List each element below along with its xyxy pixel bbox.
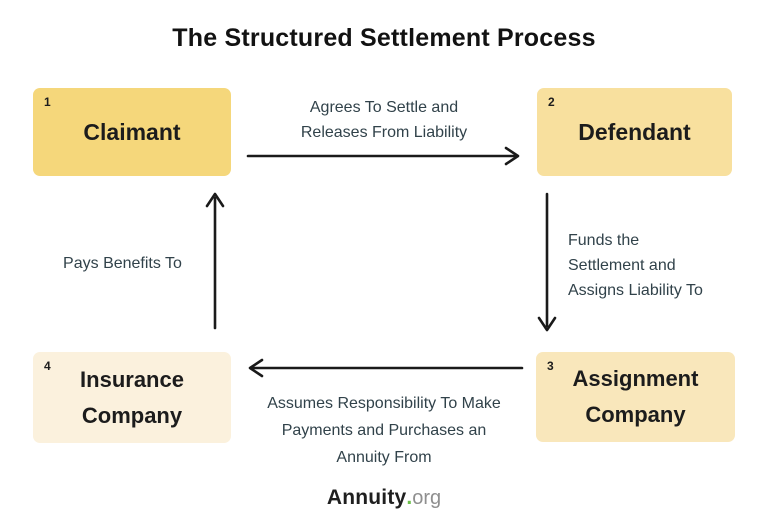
edge-label-agrees-to-settle: Agrees To Settle and Releases From Liabi… xyxy=(300,99,468,141)
node-claimant: 1 Claimant xyxy=(33,88,231,176)
logo-brand-text: Annuity xyxy=(326,486,407,509)
step-number-4: 4 xyxy=(44,359,51,373)
arrow-down-icon xyxy=(537,192,557,332)
node-defendant: 2 Defendant xyxy=(537,88,732,176)
edge-label-pays-benefits: Pays Benefits To xyxy=(63,255,182,272)
annuity-org-logo[interactable]: Annuity.org xyxy=(0,486,768,510)
node-defendant-label: Defendant xyxy=(578,118,691,145)
arrow-right-icon xyxy=(246,146,520,166)
node-assignment-company-label: Assignment Company xyxy=(572,366,699,427)
logo-tld-text: org xyxy=(412,487,442,509)
node-insurance-company: 4 Insurance Company xyxy=(33,352,231,443)
node-claimant-label: Claimant xyxy=(83,118,181,145)
step-number-1: 1 xyxy=(44,95,51,109)
step-number-2: 2 xyxy=(548,95,555,109)
edge-label-funds-settlement: Funds the Settlement and Assigns Liabili… xyxy=(568,232,703,299)
page-title: The Structured Settlement Process xyxy=(172,24,596,52)
arrow-up-icon xyxy=(205,192,225,330)
arrow-left-icon xyxy=(248,358,524,378)
step-number-3: 3 xyxy=(547,359,554,373)
node-assignment-company: 3 Assignment Company xyxy=(536,352,735,442)
logo-dot: . xyxy=(406,486,413,509)
edge-label-assumes-responsibility: Assumes Responsibility To Make Payments … xyxy=(267,395,501,466)
node-insurance-company-label: Insurance Company xyxy=(80,366,184,428)
